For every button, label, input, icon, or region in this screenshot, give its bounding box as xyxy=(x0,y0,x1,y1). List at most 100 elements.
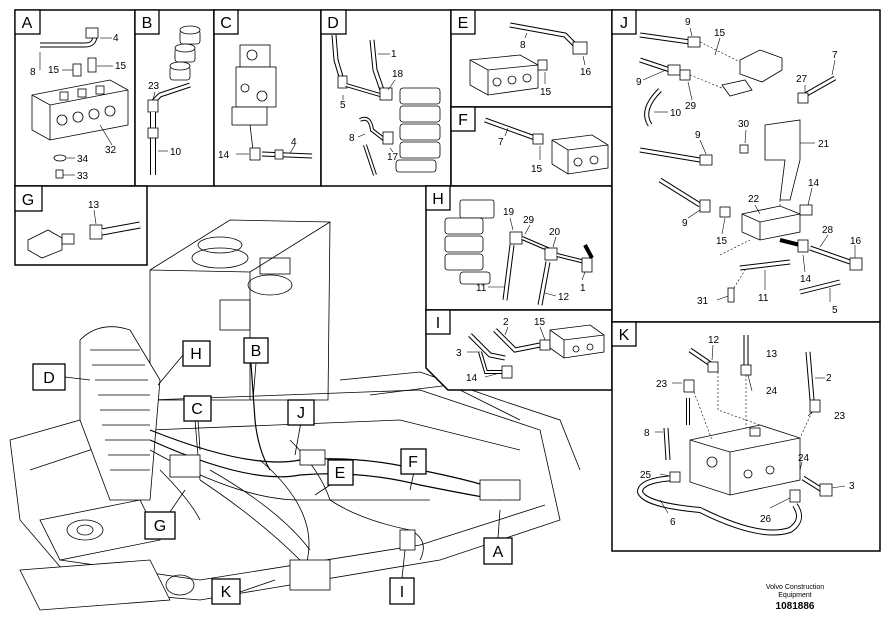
part-label: 13 xyxy=(88,200,100,211)
part-label: 5 xyxy=(340,100,346,111)
panel-letter-B: B xyxy=(134,9,160,35)
company-name-line2: Equipment xyxy=(778,592,812,599)
part-label: 30 xyxy=(738,119,750,130)
svg-text:B: B xyxy=(251,343,262,360)
callout-H[interactable]: H xyxy=(182,340,211,367)
part-label: 34 xyxy=(77,154,89,165)
callout-B[interactable]: B xyxy=(243,337,269,364)
part-label: 24 xyxy=(766,386,778,397)
panel-E-leaders xyxy=(524,32,586,84)
svg-text:G: G xyxy=(154,518,166,535)
callout-D[interactable]: D xyxy=(32,363,66,391)
panel-E-drawing xyxy=(469,22,588,96)
part-label: 33 xyxy=(77,171,89,182)
part-label: 29 xyxy=(685,101,697,112)
panel-letter-K: K xyxy=(611,321,637,347)
company-name-line1: Volvo Construction xyxy=(765,584,825,591)
svg-text:D: D xyxy=(327,15,339,32)
svg-text:B: B xyxy=(142,15,153,32)
panel-A-leaders xyxy=(39,37,113,176)
part-label: 15 xyxy=(534,317,546,328)
panel-letter-A: A xyxy=(14,9,41,35)
panel-C-leaders xyxy=(236,144,296,155)
part-label: 24 xyxy=(798,453,810,464)
callout-J[interactable]: J xyxy=(287,399,315,426)
part-label: 23 xyxy=(148,81,160,92)
panel-K-drawing xyxy=(636,335,833,536)
svg-text:F: F xyxy=(408,454,418,471)
panel-letter-D: D xyxy=(320,9,347,35)
part-label: 9 xyxy=(685,17,691,28)
part-label: 12 xyxy=(708,335,720,346)
callout-I[interactable]: I xyxy=(389,577,415,605)
svg-text:J: J xyxy=(620,15,628,32)
part-label: 9 xyxy=(682,218,688,229)
part-label: 6 xyxy=(670,517,676,528)
callout-K[interactable]: K xyxy=(211,578,241,605)
panel-letter-H: H xyxy=(425,185,451,211)
panel-K-dashes xyxy=(693,372,813,441)
svg-text:K: K xyxy=(619,327,630,344)
svg-text:H: H xyxy=(432,191,444,208)
callout-C[interactable]: C xyxy=(183,395,212,422)
part-label: 22 xyxy=(748,194,760,205)
panel-I-drawing xyxy=(468,324,605,379)
part-label: 1 xyxy=(580,283,586,294)
part-label: 21 xyxy=(818,139,830,150)
panel-D-drawing xyxy=(331,34,441,176)
part-label: 23 xyxy=(656,379,668,390)
svg-text:C: C xyxy=(191,401,203,418)
panel-F-leaders xyxy=(504,127,541,160)
svg-text:A: A xyxy=(493,544,504,561)
drawing-number: 1081886 xyxy=(775,601,815,612)
callout-G[interactable]: G xyxy=(144,511,176,540)
panel-letter-G: G xyxy=(14,185,43,212)
part-label: 15 xyxy=(540,87,552,98)
part-label: 5 xyxy=(832,305,838,316)
svg-text:C: C xyxy=(220,15,232,32)
svg-text:F: F xyxy=(458,112,468,129)
part-label: 14 xyxy=(466,373,478,384)
part-label: 3 xyxy=(456,348,462,359)
part-label: 19 xyxy=(503,207,515,218)
svg-text:I: I xyxy=(400,584,404,601)
panel-B-drawing xyxy=(147,25,201,175)
callout-A[interactable]: A xyxy=(483,537,513,565)
panel-D-leaders xyxy=(342,53,396,153)
panel-letter-J: J xyxy=(611,9,637,35)
panel-letter-C: C xyxy=(213,9,239,35)
part-label: 3 xyxy=(849,481,855,492)
part-label: 25 xyxy=(640,470,652,481)
svg-text:G: G xyxy=(22,192,34,209)
panel-A-drawing xyxy=(31,27,129,179)
panel-G-drawing xyxy=(27,221,141,259)
part-label: 1 xyxy=(391,49,397,60)
part-label: 29 xyxy=(523,215,535,226)
svg-text:J: J xyxy=(297,405,305,422)
part-label: 4 xyxy=(291,137,297,148)
panel-K-leaders xyxy=(655,344,846,514)
callout-E[interactable]: E xyxy=(327,459,354,486)
part-label: 10 xyxy=(670,108,682,119)
callout-F[interactable]: F xyxy=(400,448,427,475)
panel-letter-E: E xyxy=(450,9,476,35)
panel-letter-F: F xyxy=(450,106,476,132)
panel-J-drawing xyxy=(639,32,863,303)
part-label: 16 xyxy=(580,67,592,78)
part-label: 11 xyxy=(476,283,487,294)
panel-B-leaders xyxy=(152,91,168,152)
part-label: 10 xyxy=(170,147,182,158)
drawing-footer: Volvo Construction Equipment 1081886 xyxy=(740,584,850,614)
panel-H-leaders xyxy=(488,217,586,297)
part-label: 20 xyxy=(549,227,561,238)
part-label: 14 xyxy=(218,150,230,161)
part-label: 2 xyxy=(503,317,509,328)
part-label: 16 xyxy=(850,236,862,247)
panel-I-leaders xyxy=(467,326,546,378)
part-label: 7 xyxy=(498,137,504,148)
part-label: 2 xyxy=(826,373,832,384)
panel-G-leaders xyxy=(93,209,97,225)
part-label: 13 xyxy=(766,349,778,360)
panel-J-solid-leaders xyxy=(642,27,856,302)
